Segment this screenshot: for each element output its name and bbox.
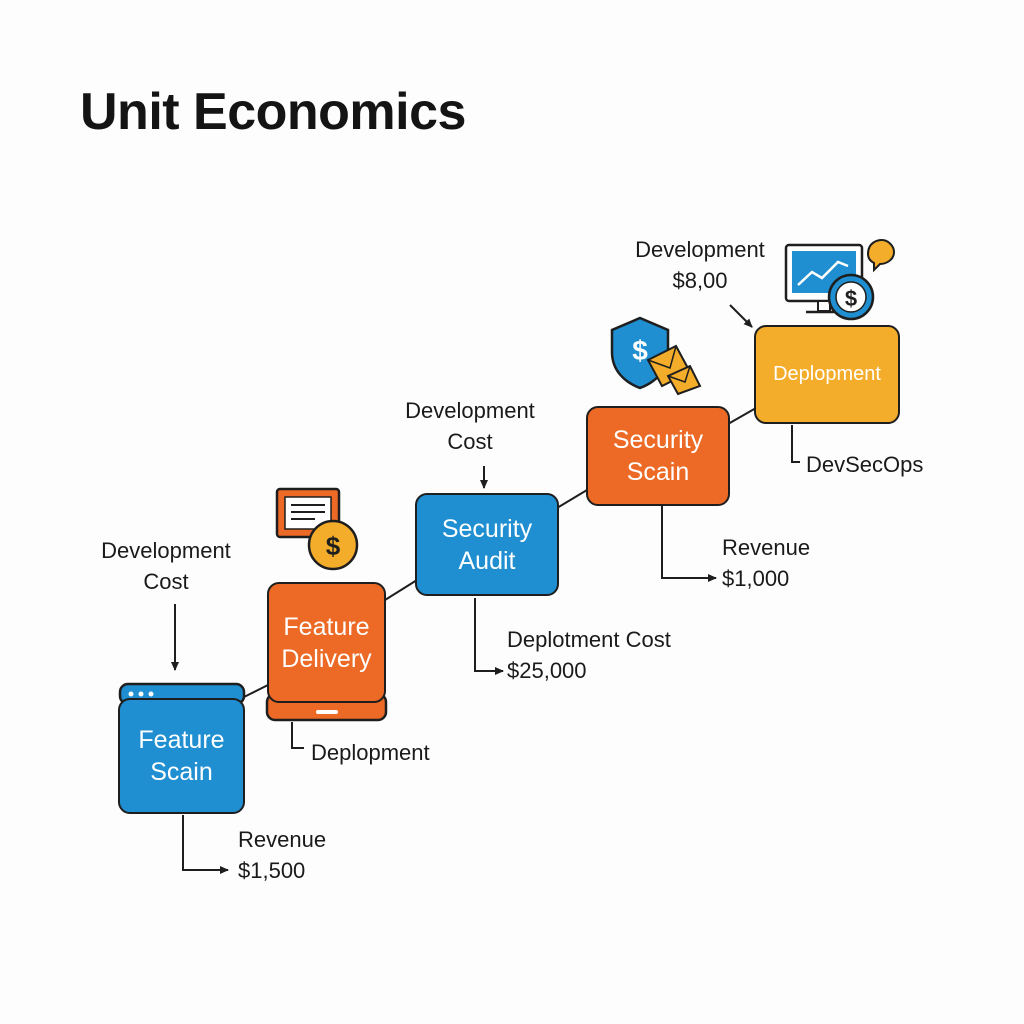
step-link	[384, 579, 418, 601]
annotation-line1: Revenue	[238, 827, 327, 852]
annotation-line1: DevSecOps	[806, 452, 924, 477]
svg-text:$: $	[845, 286, 857, 311]
annotation-development-cost-2: Development Cost	[394, 396, 546, 458]
annotation-line2: $1,000	[722, 565, 790, 591]
annotation-deplotment-cost: Deplotment Cost $25,000	[507, 625, 671, 687]
deployment-leader	[291, 722, 304, 749]
devsecops-leader	[791, 425, 800, 463]
step-label-line1: Feature	[138, 726, 225, 754]
annotation-revenue-2: Revenue $1,000	[722, 533, 810, 595]
annotation-line1: Deplotment Cost	[507, 627, 671, 652]
svg-text:$: $	[632, 335, 648, 366]
annotation-line1: Deplopment	[311, 740, 430, 765]
annotation-line1: Revenue	[722, 535, 811, 560]
step-label-line2: Audit	[458, 546, 516, 575]
cost-arrow	[729, 304, 753, 328]
annotation-line2: Cost	[447, 428, 493, 454]
annotation-line2: Cost	[143, 568, 189, 594]
annotation-line1: Development	[635, 237, 765, 262]
step-box-feature-delivery[interactable]: Feature Delivery	[267, 582, 386, 703]
annotation-development-cost-1: Development Cost	[90, 536, 242, 598]
step-box-feature-scain[interactable]: Feature Scain	[118, 698, 245, 814]
annotation-devsecops: DevSecOps	[806, 450, 923, 481]
revenue-arrow	[182, 815, 229, 874]
step-link	[727, 407, 757, 425]
step-label-line1: Deplopment	[773, 362, 881, 385]
step-box-security-audit[interactable]: Security Audit	[415, 493, 559, 596]
step-link	[243, 684, 269, 698]
invoice-dollar-icon: $	[275, 487, 359, 571]
step-box-deplopment[interactable]: Deplopment	[754, 325, 900, 424]
annotation-line1: Development	[405, 398, 535, 423]
annotation-deplopment: Deplopment	[311, 738, 430, 769]
annotation-line2: $8,00	[672, 267, 728, 293]
step-label-line1: Security	[612, 426, 704, 454]
shield-dollar-envelope-icon: $	[610, 316, 702, 396]
step-label-line2: Scain	[626, 458, 690, 486]
page-title: Unit Economics	[80, 83, 466, 141]
step-label-line2: Delivery	[281, 644, 372, 673]
cost-arrow	[474, 598, 504, 675]
step-label-line2: Scain	[150, 758, 213, 786]
annotation-line2: $25,000	[507, 657, 587, 683]
annotation-line1: Development	[101, 538, 231, 563]
annotation-revenue-1: Revenue $1,500	[238, 825, 326, 887]
annotation-line2: $1,500	[238, 857, 306, 883]
monitor-dollar-icon: $	[784, 238, 896, 321]
step-box-security-scain[interactable]: Security Scain	[586, 406, 730, 506]
step-label-line1: Feature	[283, 612, 370, 641]
annotation-development-8: Development $8,00	[624, 235, 776, 297]
revenue-arrow	[661, 505, 717, 582]
step-label-line1: Security	[441, 514, 533, 543]
svg-text:$: $	[326, 531, 341, 561]
step-link	[556, 489, 588, 509]
